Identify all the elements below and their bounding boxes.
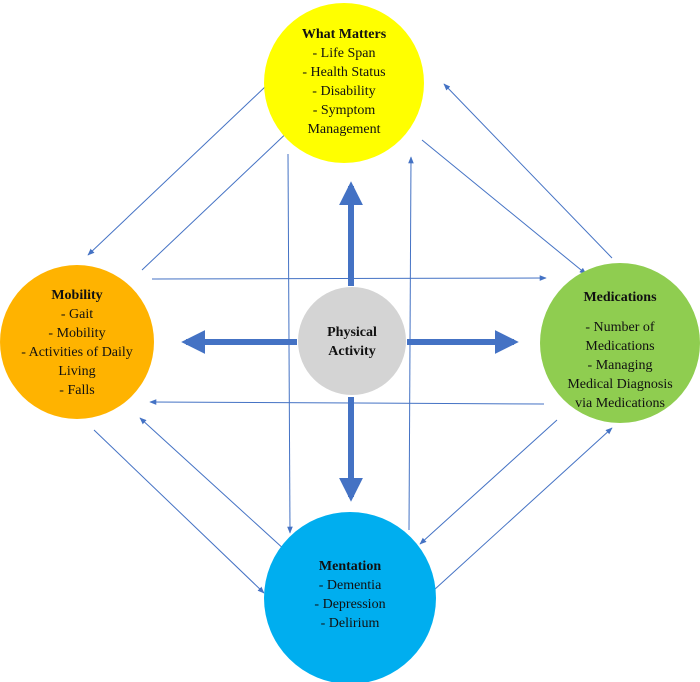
- physical-activity-circle: [298, 287, 406, 395]
- medications-circle: [540, 263, 700, 423]
- what-matters-item: - Disability: [312, 84, 376, 99]
- mobility-item: - Activities of Daily: [21, 345, 133, 360]
- medications-item: - Managing: [587, 358, 653, 373]
- mentation-item: - Depression: [314, 597, 386, 612]
- arrow-whatmatters-to-medications: [421, 139, 587, 275]
- medications-item: via Medications: [575, 396, 665, 411]
- medications-label: Medications - Number of Medications - Ma…: [540, 288, 700, 413]
- mobility-item: - Gait: [60, 307, 94, 322]
- arrow-mentation-to-mobility: [139, 417, 287, 552]
- what-matters-circle: [264, 3, 424, 163]
- what-matters-label: What Matters - Life Span - Health Status…: [264, 25, 424, 139]
- mentation-title: Mentation: [318, 559, 382, 574]
- mobility-circle: [0, 265, 154, 419]
- primary-arrows: [181, 181, 519, 502]
- medications-item: Medications: [585, 339, 655, 354]
- mobility-title: Mobility: [51, 288, 103, 303]
- arrow-mobility-to-whatmatters: [141, 125, 295, 271]
- mentation-label: Mentation - Dementia - Depression - Deli…: [264, 557, 436, 633]
- medications-item: Medical Diagnosis: [567, 377, 673, 392]
- mentation-circle: [264, 512, 436, 682]
- what-matters-title: What Matters: [301, 27, 387, 42]
- physical-activity-label: Physical Activity: [298, 323, 406, 361]
- mentation-item: - Dementia: [318, 578, 382, 593]
- mobility-item: - Falls: [59, 383, 95, 398]
- what-matters-item: - Health Status: [302, 65, 386, 80]
- what-matters-item: - Symptom: [312, 103, 376, 118]
- medications-item: - Number of: [585, 320, 655, 335]
- arrow-mobility-to-mentation: [93, 429, 265, 594]
- mentation-item: - Delirium: [320, 616, 380, 631]
- mobility-item: Living: [58, 364, 96, 379]
- arrow-medications-to-mobility: [149, 399, 545, 405]
- what-matters-item: Management: [307, 122, 381, 137]
- what-matters-item: - Life Span: [312, 46, 376, 61]
- arrow-medications-to-whatmatters: [443, 83, 613, 259]
- arrow-medications-to-mentation: [419, 419, 558, 545]
- arrow-mentation-to-medications: [433, 427, 613, 591]
- medications-title: Medications: [583, 290, 657, 305]
- mobility-label: Mobility - Gait - Mobility - Activities …: [0, 286, 154, 400]
- arrow-whatmatters-to-mobility: [87, 85, 267, 256]
- physical-activity-title-line1: Physical: [327, 325, 377, 340]
- physical-activity-title-line2: Activity: [328, 344, 376, 359]
- mobility-item: - Mobility: [48, 326, 106, 341]
